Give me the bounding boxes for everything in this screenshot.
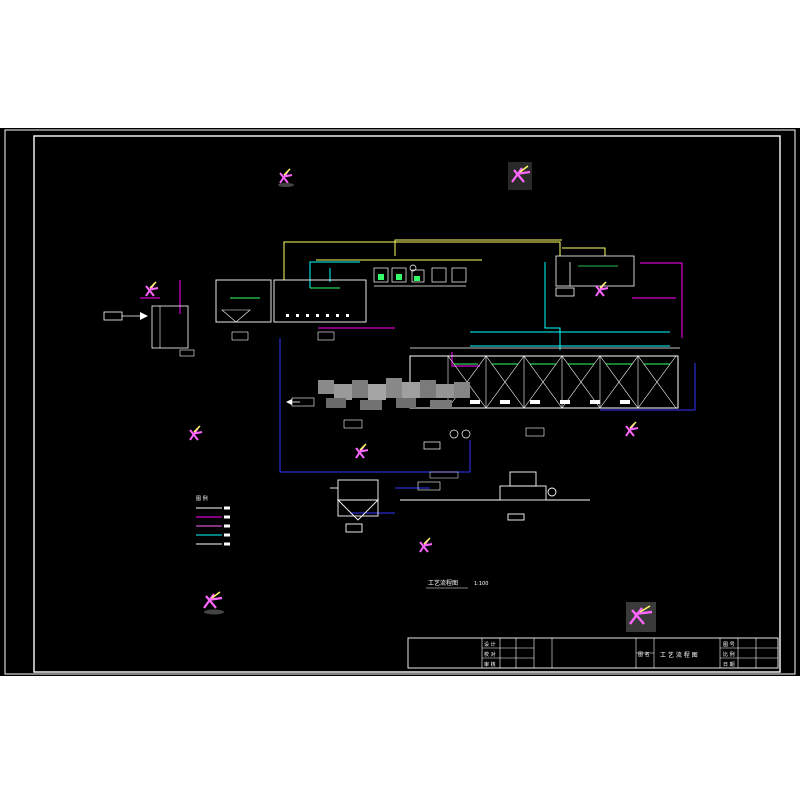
process-pipes-top bbox=[283, 239, 606, 280]
title-block-row-review: 审 核 bbox=[484, 661, 496, 668]
title-block-row-design: 设 计 bbox=[484, 641, 496, 648]
legend-swatch-4 bbox=[224, 542, 230, 546]
watermark-marks bbox=[145, 162, 656, 632]
outlet-tag bbox=[291, 397, 315, 407]
inlet-area bbox=[103, 305, 195, 357]
outlet-arrowhead bbox=[286, 399, 292, 405]
outer-border bbox=[4, 129, 796, 675]
main-caption: 工艺流程图 bbox=[428, 579, 458, 587]
legend-swatch-2 bbox=[224, 524, 230, 528]
title-block-row-scale: 比 例 bbox=[723, 651, 735, 658]
air-pipes bbox=[309, 261, 670, 350]
legend-swatch-0 bbox=[224, 506, 230, 510]
sludge-pipes bbox=[140, 262, 683, 367]
title-block-row-number: 图 号 bbox=[723, 642, 735, 648]
main-caption-scale: 1:100 bbox=[474, 581, 488, 587]
thickener-tag bbox=[417, 481, 441, 491]
main-reactor-tank bbox=[409, 347, 680, 437]
legend: 图 例 bbox=[196, 495, 230, 546]
dosing-tanks-fill bbox=[378, 274, 420, 281]
dosing-units bbox=[373, 264, 467, 287]
pump-group bbox=[423, 429, 471, 450]
legend-swatch-3 bbox=[224, 533, 230, 537]
process-flow-drawing: 图 例 工艺流程图 1:100 设 计 校 对 审 核 图 名 工 艺 流 程 … bbox=[4, 129, 796, 675]
top-right-tank bbox=[555, 255, 635, 297]
legend-swatch-1 bbox=[224, 515, 230, 519]
blurred-region bbox=[318, 378, 470, 410]
title-block: 设 计 校 对 审 核 图 名 工 艺 流 程 图 图 号 比 例 日 期 bbox=[407, 637, 779, 669]
drain-pipes bbox=[279, 338, 696, 514]
title-block-row-check: 校 对 bbox=[484, 651, 496, 658]
primary-tanks bbox=[215, 279, 367, 341]
cad-sheet: 图 例 工艺流程图 1:100 设 计 校 对 审 核 图 名 工 艺 流 程 … bbox=[0, 128, 800, 676]
legend-title: 图 例 bbox=[196, 495, 208, 502]
sludge-thickener bbox=[330, 479, 380, 533]
filter-press bbox=[400, 471, 590, 521]
title-block-row-date: 日 期 bbox=[723, 662, 735, 668]
title-block-stage: 图 名 bbox=[638, 651, 650, 658]
legend-lines bbox=[196, 506, 230, 546]
title-block-drawing-title: 工 艺 流 程 图 bbox=[660, 651, 698, 659]
inner-border bbox=[33, 135, 781, 673]
